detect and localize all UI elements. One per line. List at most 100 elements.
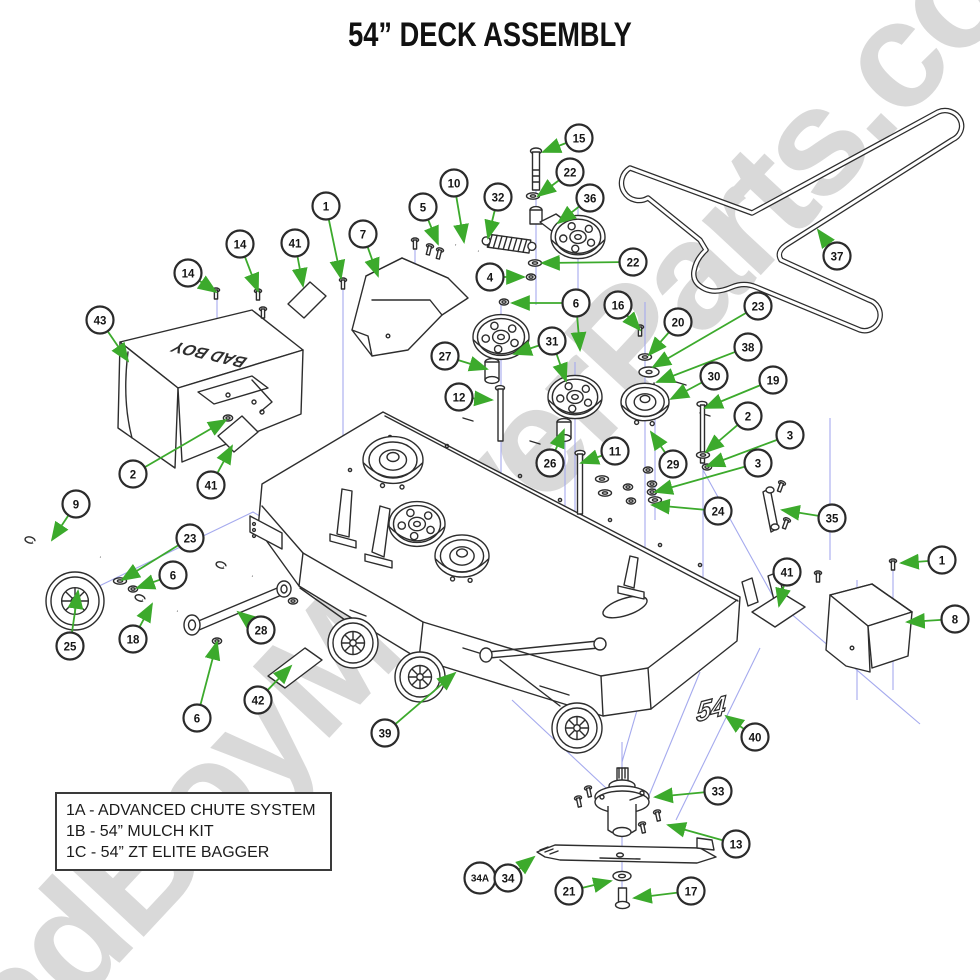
leader-line	[622, 311, 642, 332]
callout-number: 31	[546, 336, 559, 348]
callout-balloon-41[interactable]: 41	[280, 228, 310, 258]
leader-line	[724, 714, 746, 733]
callout-balloon-37[interactable]: 37	[822, 241, 852, 271]
callout-balloon-14[interactable]: 14	[225, 229, 255, 259]
callout-balloon-1[interactable]: 1	[927, 545, 957, 575]
callout-number: 3	[787, 430, 793, 442]
callout-balloon-2[interactable]: 2	[118, 459, 148, 489]
callout-number: 34A	[471, 874, 489, 885]
callout-balloon-30[interactable]: 30	[699, 361, 729, 391]
leader-line	[536, 178, 560, 198]
callout-balloon-3[interactable]: 3	[743, 448, 773, 478]
callout-balloon-20[interactable]: 20	[663, 307, 693, 337]
callout-number: 24	[712, 506, 725, 518]
callout-balloon-9[interactable]: 9	[61, 489, 91, 519]
callout-balloon-36[interactable]: 36	[575, 183, 605, 213]
callout-balloon-4[interactable]: 4	[475, 262, 505, 292]
callout-balloon-26[interactable]: 26	[535, 448, 565, 478]
washer	[527, 259, 543, 267]
deck-size-decal: 54	[696, 689, 727, 728]
callout-number: 15	[573, 133, 586, 145]
callout-balloon-38[interactable]: 38	[733, 332, 763, 362]
callout-number: 4	[487, 272, 494, 284]
washer	[597, 489, 613, 497]
callout-balloon-11[interactable]: 11	[600, 436, 630, 466]
callout-balloon-6[interactable]: 6	[561, 288, 591, 318]
callout-balloon-35[interactable]: 35	[817, 503, 847, 533]
callout-balloon-28[interactable]: 28	[246, 615, 276, 645]
callout-balloon-3[interactable]: 3	[775, 420, 805, 450]
leader-line	[552, 353, 568, 383]
washer	[695, 451, 711, 459]
legend-item: 1C - 54” ZT ELITE BAGGER	[66, 844, 270, 861]
callout-number: 25	[64, 641, 77, 653]
spindle-pulley	[434, 534, 490, 583]
callout-number: 32	[492, 192, 505, 204]
callout-balloon-25[interactable]: 25	[55, 631, 85, 661]
callout-balloon-21[interactable]: 21	[554, 876, 584, 906]
callout-balloon-6[interactable]: 6	[182, 703, 212, 733]
callout-number: 6	[194, 713, 200, 725]
callout-balloon-24[interactable]: 24	[703, 496, 733, 526]
callout-balloon-41[interactable]: 41	[196, 470, 226, 500]
callout-balloon-27[interactable]: 27	[430, 341, 460, 371]
leader-line	[556, 205, 580, 225]
callout-balloon-5[interactable]: 5	[408, 192, 438, 222]
leader-line	[423, 219, 439, 246]
anti-scalp-wheel	[327, 617, 379, 669]
callout-balloon-41[interactable]: 41	[772, 557, 802, 587]
callout-balloon-18[interactable]: 18	[118, 624, 148, 654]
leader-line	[816, 228, 835, 250]
callout-balloon-31[interactable]: 31	[537, 326, 567, 356]
leader-line	[50, 514, 70, 542]
leader-line	[512, 340, 540, 356]
callout-balloon-22[interactable]: 22	[555, 157, 585, 187]
callout-balloon-2[interactable]: 2	[733, 401, 763, 431]
callout-number: 26	[544, 458, 557, 470]
callout-balloon-8[interactable]: 8	[940, 604, 970, 634]
callout-balloon-22[interactable]: 22	[618, 247, 648, 277]
callout-balloon-34A[interactable]: 34A	[463, 861, 497, 895]
callout-balloon-10[interactable]: 10	[439, 168, 469, 198]
callout-number: 3	[755, 458, 761, 470]
callout-balloon-19[interactable]: 19	[758, 365, 788, 395]
callout-balloon-1[interactable]: 1	[311, 191, 341, 221]
callout-balloon-23[interactable]: 23	[175, 523, 205, 553]
leader-line	[780, 504, 819, 521]
callout-balloon-23[interactable]: 23	[743, 291, 773, 321]
discharge-chute-right	[825, 583, 913, 673]
leader-line	[775, 584, 791, 608]
leader-line	[364, 246, 380, 278]
callout-balloon-16[interactable]: 16	[603, 290, 633, 320]
callout-balloon-29[interactable]: 29	[658, 449, 688, 479]
leader-line	[905, 612, 942, 629]
callout-number: 11	[609, 446, 622, 458]
leader-line	[632, 887, 678, 904]
callout-balloon-42[interactable]: 42	[243, 685, 273, 715]
callout-balloon-33[interactable]: 33	[703, 776, 733, 806]
callout-number: 2	[745, 411, 751, 423]
callout-balloon-39[interactable]: 39	[370, 718, 400, 748]
callout-balloon-6[interactable]: 6	[158, 560, 188, 590]
callout-number: 41	[205, 480, 218, 492]
anti-scalp-wheel	[551, 702, 603, 754]
callout-number: 5	[420, 202, 427, 214]
callout-balloon-34[interactable]: 34	[493, 863, 523, 893]
leader-line	[703, 384, 761, 409]
callout-balloon-17[interactable]: 17	[676, 876, 706, 906]
leader-line	[327, 219, 346, 280]
callout-number: 40	[749, 732, 762, 744]
callout-balloon-15[interactable]: 15	[564, 123, 594, 153]
callout-balloon-14[interactable]: 14	[173, 258, 203, 288]
callout-balloon-32[interactable]: 32	[483, 182, 513, 212]
callout-balloon-12[interactable]: 12	[444, 382, 474, 412]
callout-number: 2	[130, 469, 136, 481]
callout-balloon-43[interactable]: 43	[85, 305, 115, 335]
callout-balloon-13[interactable]: 13	[721, 829, 751, 859]
callout-balloon-40[interactable]: 40	[740, 722, 770, 752]
callout-balloon-7[interactable]: 7	[348, 219, 378, 249]
spindle-pulley	[362, 435, 424, 490]
callout-number: 27	[439, 351, 452, 363]
washer	[525, 192, 541, 200]
